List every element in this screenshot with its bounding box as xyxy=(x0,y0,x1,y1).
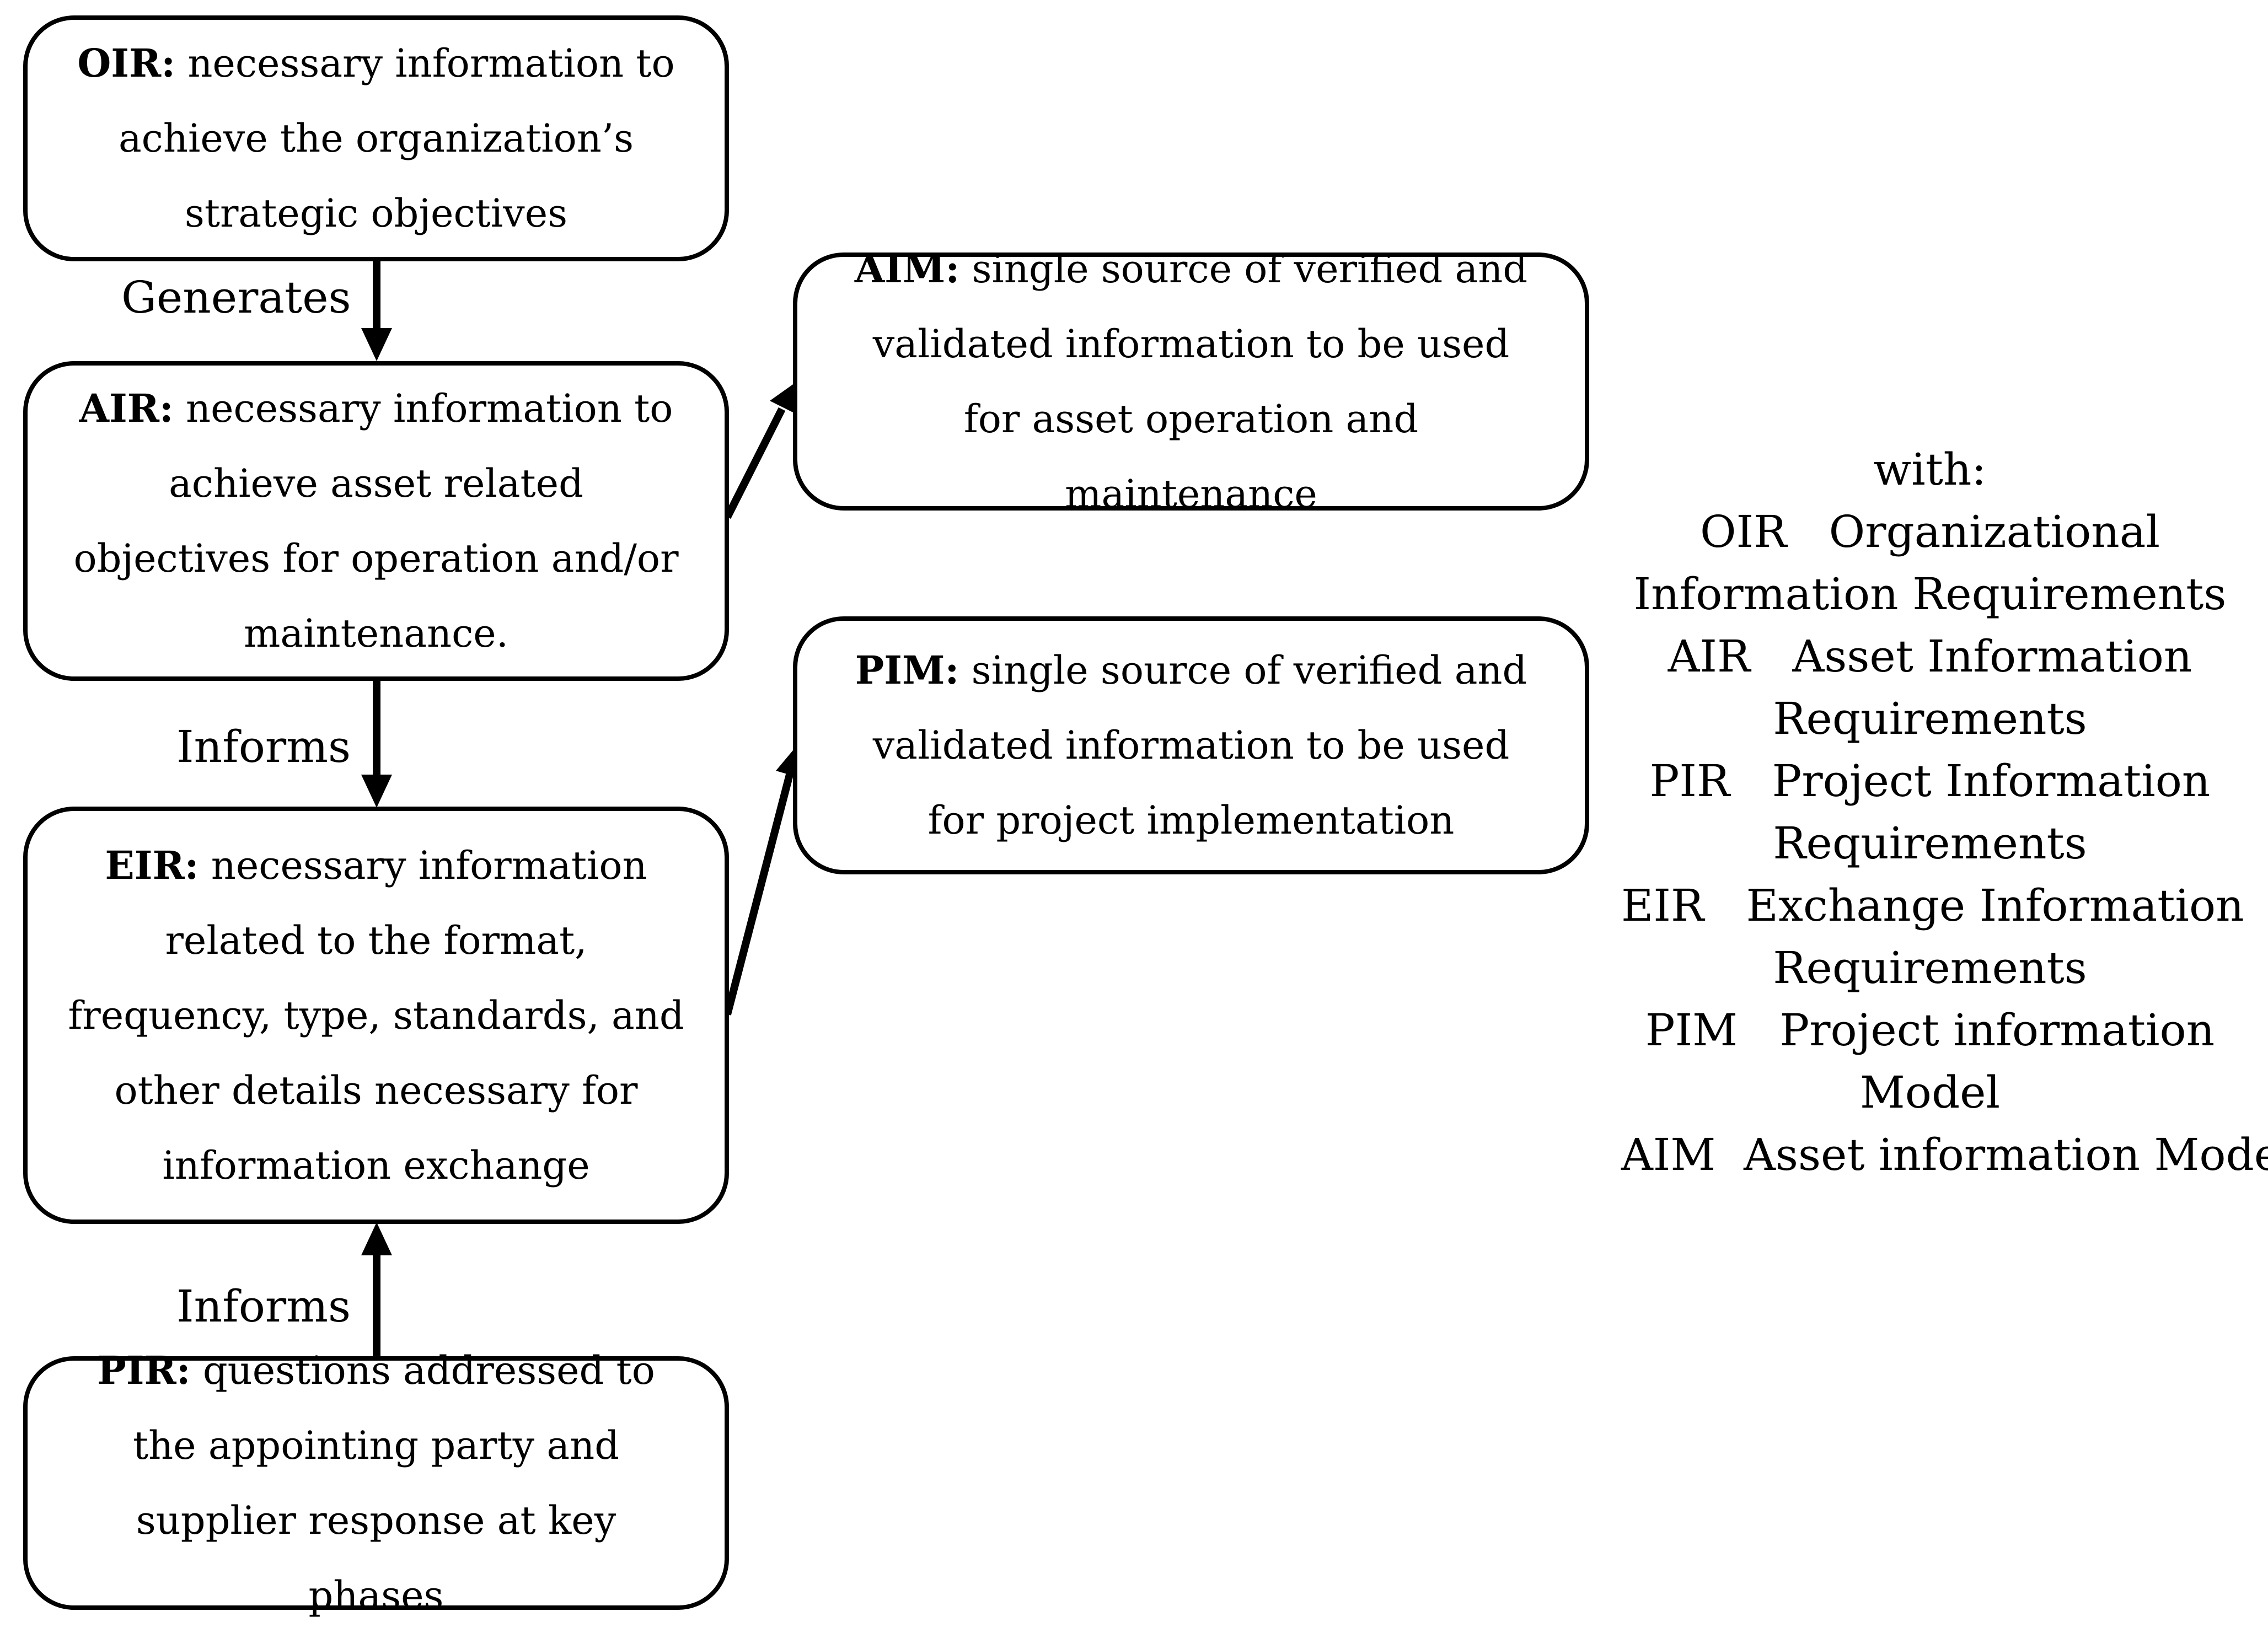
aim-key: AIM: xyxy=(854,246,960,292)
eir-description: necessary information related to the for… xyxy=(68,842,684,1188)
legend-expansion: Exchange Information xyxy=(1746,880,2244,931)
legend-item-air: AIR Asset Information xyxy=(1621,625,2239,687)
arrowhead-air-eir xyxy=(361,775,392,808)
edge-label-informs-pir-eir: Informs xyxy=(176,1281,351,1332)
legend-abbr: PIR xyxy=(1649,755,1730,807)
aim-box: AIM: single source of verified and valid… xyxy=(793,246,1589,517)
legend-expansion: Asset information Model xyxy=(1744,1129,2268,1180)
legend-expansion: Project Information xyxy=(1772,755,2211,807)
arrowhead-air-aim xyxy=(770,383,795,413)
oir-box: OIR: necessary information to achieve th… xyxy=(23,15,729,261)
legend-heading: with: xyxy=(1873,444,1987,495)
oir-box-text: OIR: necessary information to achieve th… xyxy=(66,26,686,251)
arrow-air-to-aim xyxy=(723,407,786,519)
legend-expansion-cont: Requirements xyxy=(1773,942,2087,993)
legend-expansion-cont: Requirements xyxy=(1773,818,2087,869)
legend-abbr: PIM xyxy=(1645,1004,1738,1056)
legend-item-eir: EIR Exchange Information xyxy=(1621,874,2244,937)
legend-expansion-cont: Requirements xyxy=(1773,693,2087,744)
legend-expansion-cont: Information Requirements xyxy=(1633,568,2227,620)
air-box-text: AIR: necessary information to achieve as… xyxy=(66,371,686,671)
air-box: AIR: necessary information to achieve as… xyxy=(23,361,729,681)
legend-item-oir: OIR Organizational xyxy=(1621,501,2239,563)
eir-box-text: EIR: necessary information related to th… xyxy=(66,828,686,1203)
legend-expansion: Asset Information xyxy=(1792,631,2192,682)
pim-box: PIM: single source of verified and valid… xyxy=(793,616,1589,874)
air-key: AIR: xyxy=(79,385,174,431)
legend-item-aim: AIM Asset information Model xyxy=(1621,1124,2268,1186)
abbreviation-legend: with: OIR Organizational Information Req… xyxy=(1621,438,2268,1186)
eir-box: EIR: necessary information related to th… xyxy=(23,807,729,1224)
aim-description: single source of verified and validated … xyxy=(872,246,1528,517)
edge-label-informs-air-eir: Informs xyxy=(176,721,351,772)
oir-description: necessary information to achieve the org… xyxy=(118,41,675,236)
pim-key: PIM: xyxy=(855,647,959,693)
legend-expansion-cont: Model xyxy=(1859,1067,2001,1118)
arrowhead-pir-eir xyxy=(361,1222,392,1255)
legend-item-pir: PIR Project Information xyxy=(1621,750,2239,812)
air-description: necessary information to achieve asset r… xyxy=(73,386,679,656)
pim-box-text: PIM: single source of verified and valid… xyxy=(850,633,1532,858)
legend-expansion: Organizational xyxy=(1829,506,2160,557)
edge-label-generates: Generates xyxy=(121,272,351,323)
legend-abbr: AIM xyxy=(1621,1129,1716,1180)
pim-description: single source of verified and validated … xyxy=(872,648,1527,843)
legend-expansion: Project information xyxy=(1779,1004,2215,1056)
arrow-eir-to-pim xyxy=(723,773,793,1016)
arrowhead-oir-air xyxy=(361,328,392,361)
pir-box-text: PIR: questions addressed to the appointi… xyxy=(66,1333,686,1633)
legend-abbr: AIR xyxy=(1668,631,1751,682)
legend-item-pim: PIM Project information xyxy=(1621,999,2239,1061)
legend-abbr: OIR xyxy=(1699,506,1787,557)
aim-box-text: AIM: single source of verified and valid… xyxy=(850,232,1532,531)
pir-description: questions addressed to the appointing pa… xyxy=(132,1348,655,1618)
legend-abbr: EIR xyxy=(1621,880,1704,931)
pir-key: PIR: xyxy=(97,1347,191,1393)
pir-box: PIR: questions addressed to the appointi… xyxy=(23,1347,729,1618)
eir-key: EIR: xyxy=(105,842,199,888)
oir-key: OIR: xyxy=(77,40,176,86)
